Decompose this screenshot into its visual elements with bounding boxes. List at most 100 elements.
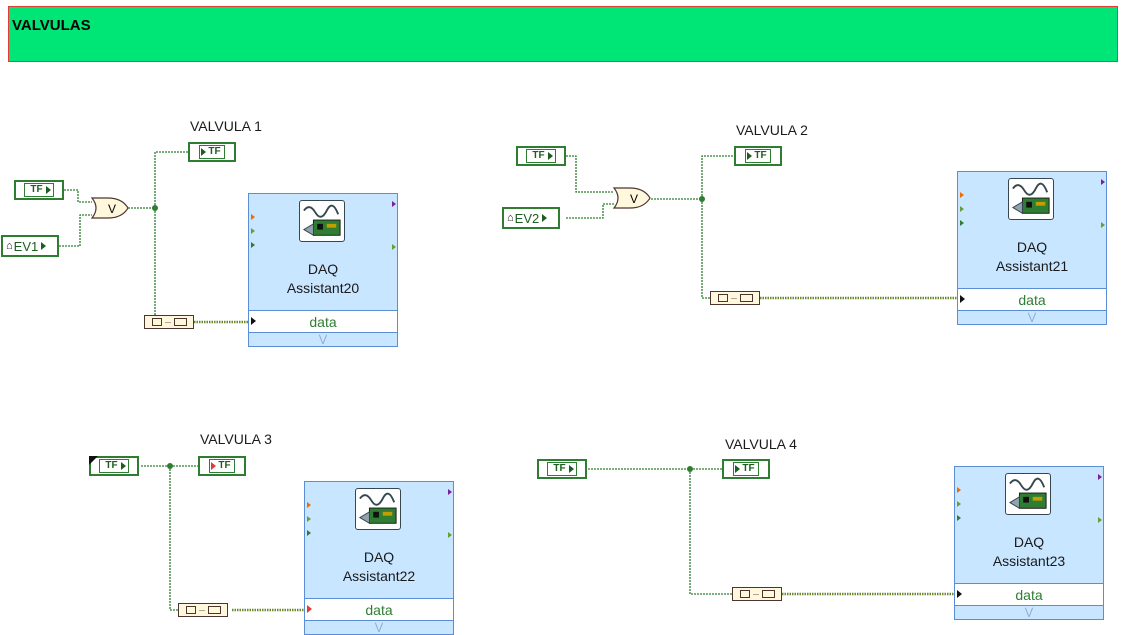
ev2-local-variable[interactable]: ⌂EV2 <box>502 207 560 229</box>
local-var-label: EV2 <box>514 210 540 226</box>
expand-chevron-icon[interactable]: ⋁ <box>1027 312 1037 323</box>
valvula-2-array-constant[interactable]: ··· <box>710 291 760 305</box>
wire-s2-to-indicator <box>701 155 734 199</box>
daq-title-line2: Assistant23 <box>992 553 1066 569</box>
wire-s1-to-array <box>154 208 178 323</box>
valvula-4-boolean-control[interactable]: TF <box>537 459 587 479</box>
valvula-3-indicator[interactable]: TF <box>198 456 246 476</box>
arrow-in-icon <box>201 148 207 156</box>
expand-chevron-icon[interactable]: ⋁ <box>1024 607 1034 618</box>
daq-assistant-icon <box>1005 473 1051 515</box>
array-constant-icon <box>717 294 728 302</box>
valvula-3-array-constant[interactable]: ··· <box>178 603 228 617</box>
valvula-3-label: VALVULA 3 <box>200 431 272 447</box>
daq-title: DAQ Assistant20 <box>249 260 397 298</box>
array-constant-icon <box>739 590 750 598</box>
daq-title-line1: DAQ <box>1016 239 1048 255</box>
valvula-2-indicator[interactable]: TF <box>734 146 782 166</box>
arrow-in-icon <box>747 152 753 160</box>
valvula-4-label: VALVULA 4 <box>725 436 797 452</box>
arrow-in-icon <box>735 465 741 473</box>
expand-chevron-icon[interactable]: ⋁ <box>318 334 328 345</box>
daq-data-label: data <box>1018 292 1046 308</box>
daq-data-label: data <box>365 602 393 618</box>
valvula-3-boolean-control[interactable]: TF <box>89 456 139 476</box>
arrow-out-icon <box>542 214 548 222</box>
daq-title-line2: Assistant22 <box>342 568 416 584</box>
valvula-1-label: VALVULA 1 <box>190 118 262 134</box>
daq-assistant-23[interactable]: DAQ Assistant23 data ⋁ <box>954 466 1104 620</box>
wire-s2-ev2-to-or <box>566 203 614 219</box>
or-gate-icon <box>612 187 651 209</box>
local-var-label: EV1 <box>13 238 39 254</box>
wire-s1-ev1-to-or <box>59 214 92 247</box>
daq-assistant-21[interactable]: DAQ Assistant21 data ⋁ <box>957 171 1107 325</box>
indicator-label: TF <box>754 150 767 161</box>
array-constant-icon <box>185 606 196 614</box>
daq-data-terminal[interactable]: data <box>305 598 453 621</box>
wire-s1-tf-to-or <box>64 189 92 203</box>
expand-chevron-icon[interactable]: ⋁ <box>374 622 384 633</box>
control-label: TF <box>532 150 545 161</box>
arrow-out-icon <box>547 152 553 160</box>
daq-title-line2: Assistant21 <box>995 258 1069 274</box>
daq-title: DAQ Assistant21 <box>958 238 1106 276</box>
valvula-4-indicator[interactable]: TF <box>722 459 770 479</box>
control-label: TF <box>105 460 118 471</box>
arrow-out-icon <box>45 186 51 194</box>
daq-data-terminal[interactable]: data <box>955 583 1103 606</box>
wire-s2-tf-to-or <box>566 155 614 193</box>
indicator-label: TF <box>218 460 231 471</box>
data-input-icon <box>960 295 965 303</box>
daq-title-line1: DAQ <box>363 549 395 565</box>
wire-s4-to-array <box>689 469 732 595</box>
title-banner: VALVULAS <box>8 6 1118 62</box>
or-gate-symbol: V <box>630 192 638 206</box>
wire-s2-to-array <box>701 199 732 299</box>
junction-s2 <box>699 196 705 202</box>
daq-title: DAQ Assistant22 <box>305 548 453 586</box>
valvula-1-boolean-control[interactable]: TF <box>14 180 64 200</box>
control-label: TF <box>30 184 43 195</box>
data-input-icon <box>307 605 312 613</box>
junction-s3 <box>167 463 173 469</box>
valvula-1-or-gate[interactable]: V <box>90 196 130 220</box>
valvula-1-indicator[interactable]: TF <box>188 142 236 162</box>
daq-data-label: data <box>1015 587 1043 603</box>
daq-assistant-icon <box>1008 178 1054 220</box>
array-constant-icon <box>151 318 162 326</box>
daq-assistant-20[interactable]: DAQ Assistant20 data ⋁ <box>248 193 398 347</box>
daq-assistant-icon <box>355 488 401 530</box>
daq-title-line1: DAQ <box>307 261 339 277</box>
house-icon: ⌂ <box>6 240 13 252</box>
banner-title: VALVULAS <box>12 17 91 34</box>
ev1-local-variable[interactable]: ⌂EV1 <box>1 235 59 257</box>
arrow-out-icon <box>568 465 574 473</box>
data-input-icon <box>957 590 962 598</box>
valvula-1-array-constant[interactable]: ··· <box>144 315 194 329</box>
house-icon: ⌂ <box>507 212 514 224</box>
valvula-2-or-gate[interactable]: V <box>612 186 652 210</box>
valvula-2-boolean-control[interactable]: TF <box>516 146 566 166</box>
daq-data-terminal[interactable]: data <box>249 310 397 333</box>
daq-assistant-22[interactable]: DAQ Assistant22 data ⋁ <box>304 481 454 635</box>
arrow-out-icon <box>120 462 126 470</box>
daq-title-line1: DAQ <box>1013 534 1045 550</box>
wire-s3-to-array <box>169 466 206 611</box>
daq-title: DAQ Assistant23 <box>955 533 1103 571</box>
valvula-4-array-constant[interactable]: ··· <box>732 587 782 601</box>
daq-assistant-icon <box>299 200 345 242</box>
daq-data-label: data <box>309 314 337 330</box>
valvula-2-label: VALVULA 2 <box>736 122 808 138</box>
arrow-in-icon <box>211 462 217 470</box>
daq-data-terminal[interactable]: data <box>958 288 1106 311</box>
daq-title-line2: Assistant20 <box>286 280 360 296</box>
indicator-label: TF <box>208 146 221 157</box>
junction-s4 <box>687 466 693 472</box>
data-input-icon <box>251 317 256 325</box>
control-label: TF <box>553 463 566 474</box>
wire-s1-to-indicator <box>154 151 188 208</box>
arrow-out-icon <box>41 242 47 250</box>
or-gate-symbol: V <box>108 202 116 216</box>
indicator-label: TF <box>742 463 755 474</box>
